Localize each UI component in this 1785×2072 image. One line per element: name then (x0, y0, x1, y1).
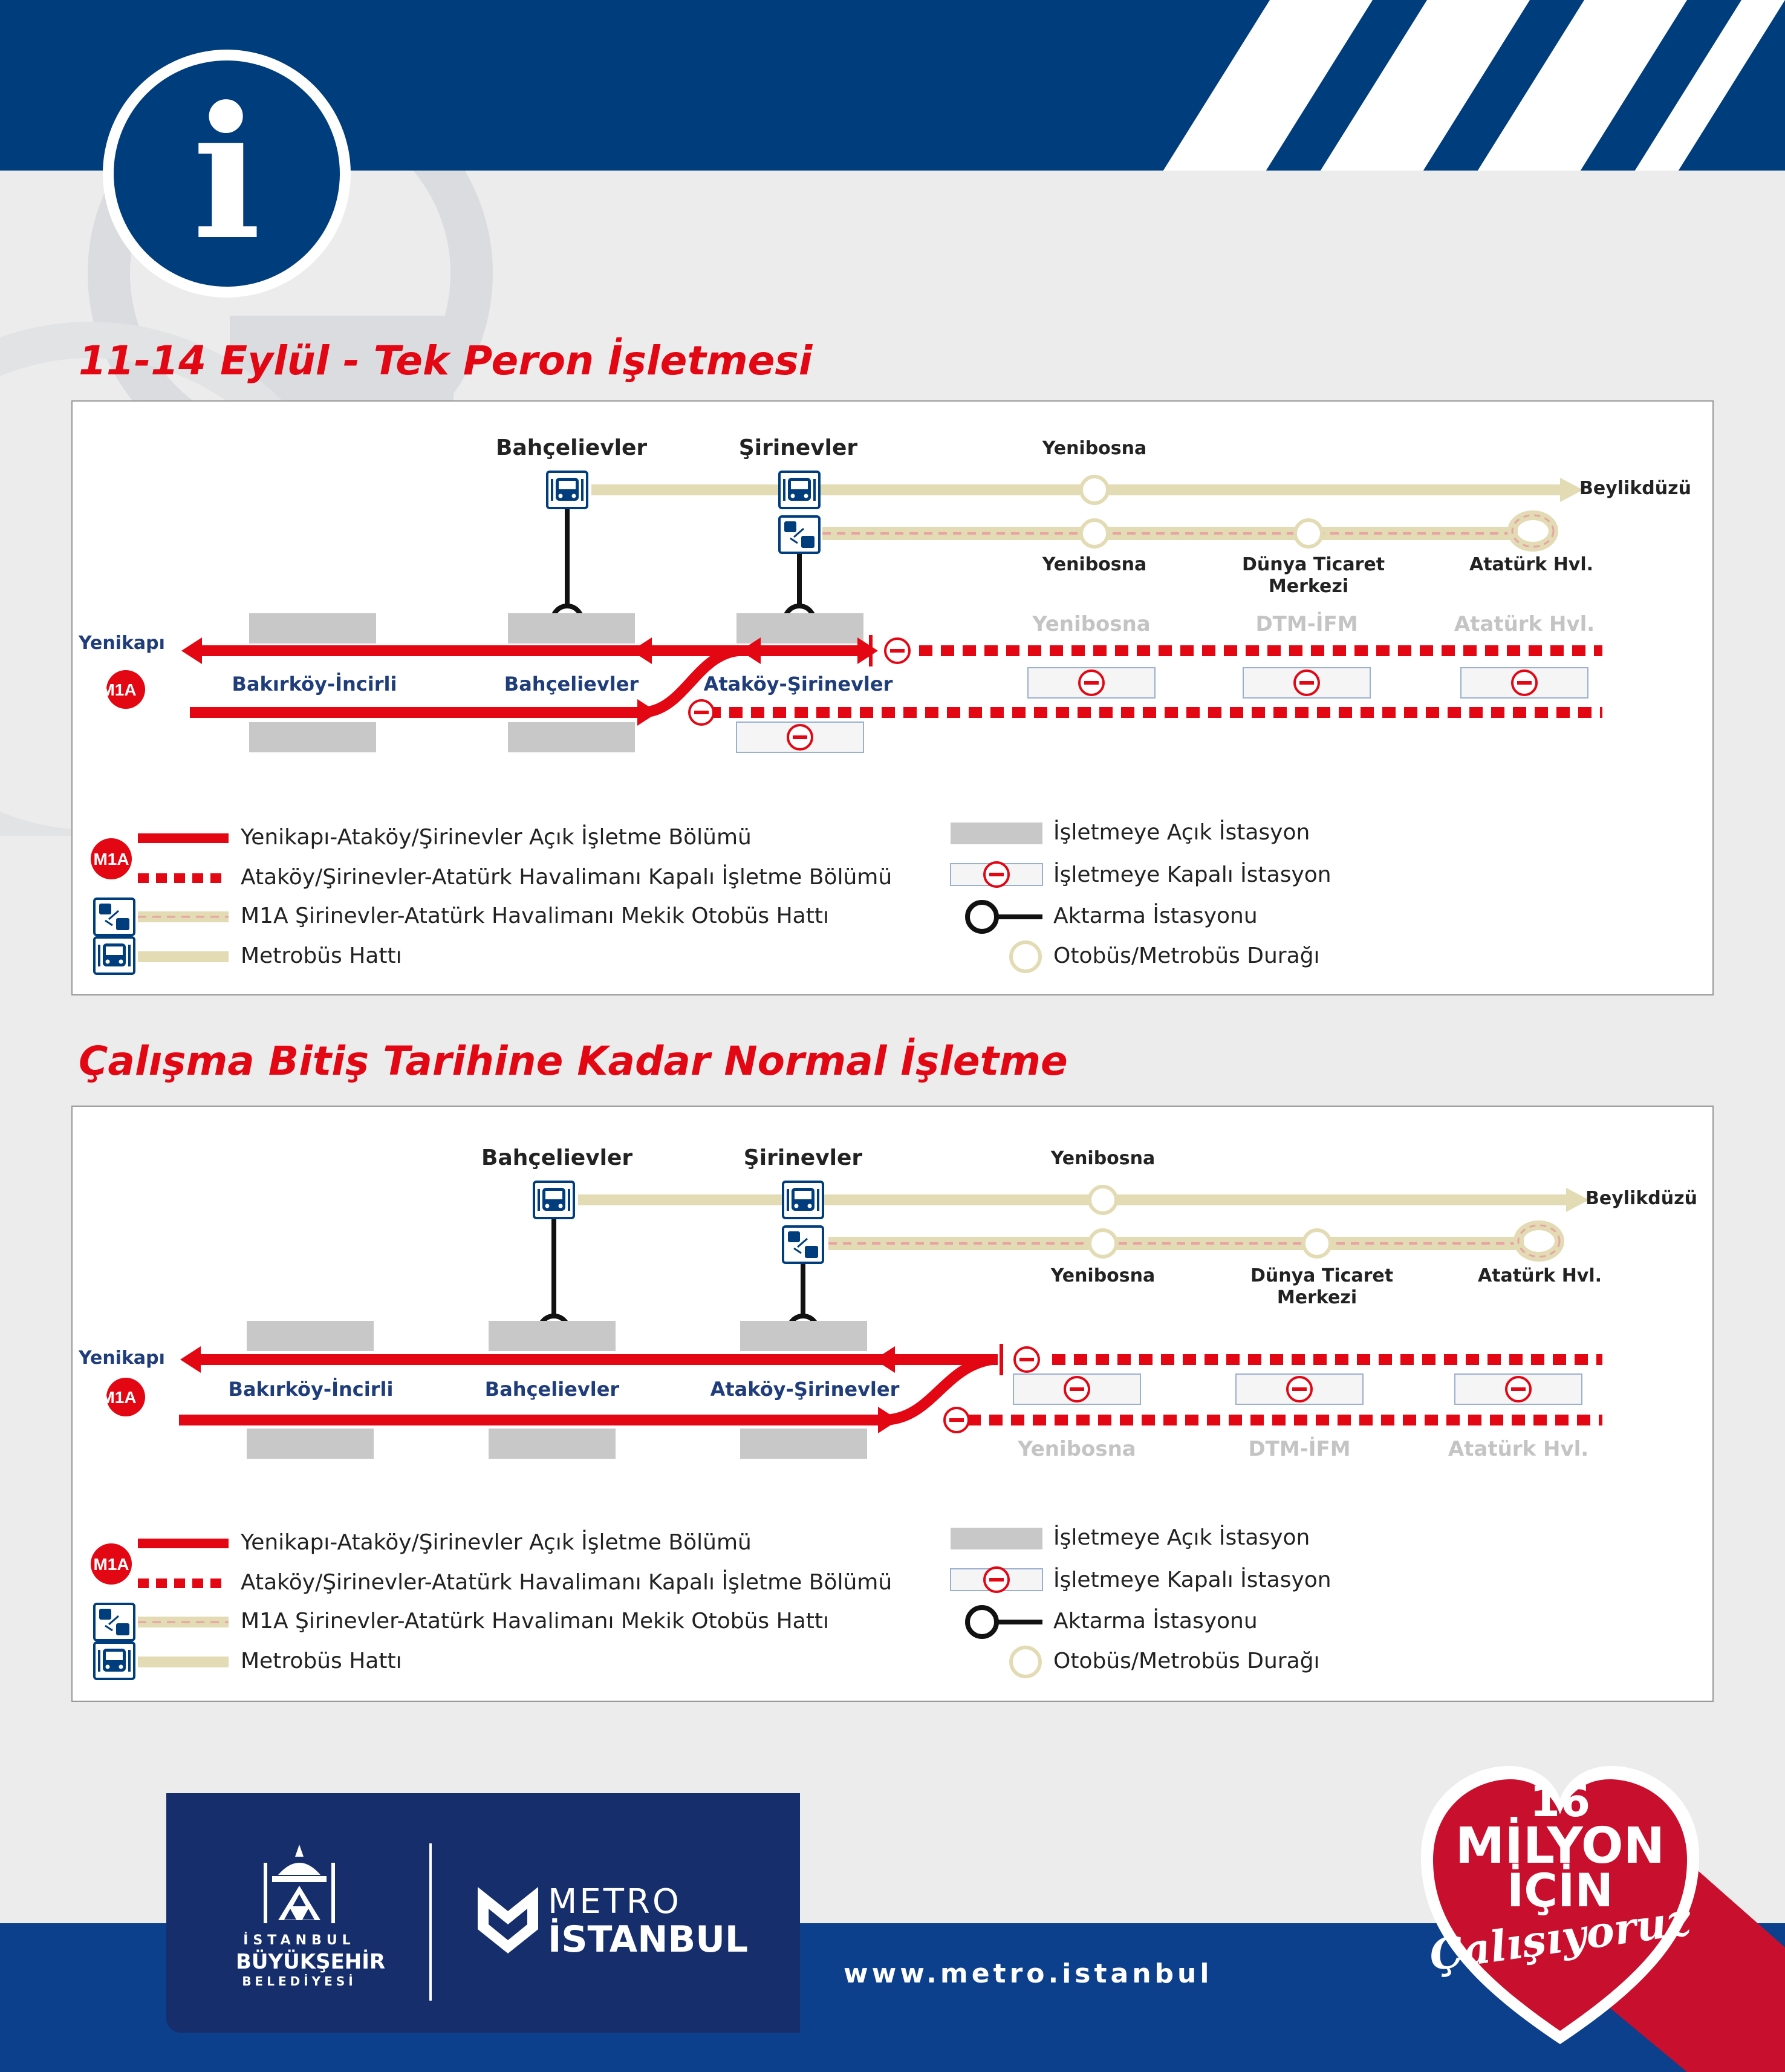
label-merkezi: Merkezi (1276, 1287, 1357, 1308)
footer-url-link[interactable]: www.metro.istanbul (844, 1958, 1213, 1989)
bus-icon (778, 471, 821, 509)
heart-text-milyon: MİLYON (1455, 1817, 1665, 1875)
m1a-line-badge (106, 1378, 145, 1416)
label-sirinevler: Şirinevler (743, 1145, 863, 1170)
shuttle-stop-dtm (1302, 1228, 1332, 1259)
shuttle-bus-icon (93, 898, 135, 936)
label-beylikduzu: Beylikdüzü (1585, 1188, 1697, 1209)
station-bahcelievler: Bahçelievler (504, 673, 639, 696)
bus-icon (782, 1181, 824, 1219)
station-dtm-closed: DTM-İFM (1255, 612, 1358, 636)
label-bahcelievler: Bahçelievler (496, 435, 648, 460)
legend-closed-section: Ataköy/Şirinevler-Atatürk Havalimanı Kap… (241, 865, 892, 890)
legend-closed-station: İşletmeye Kapalı İstasyon (1053, 1568, 1331, 1592)
label-yenibosna-metrobus: Yenibosna (1050, 1148, 1156, 1169)
label-ataturk-hvl: Atatürk Hvl. (1478, 1265, 1602, 1286)
m1a-legend-badge (91, 1543, 132, 1585)
bus-icon (533, 1181, 575, 1219)
station-yenibosna-closed: Yenibosna (1018, 1437, 1136, 1461)
station-bakirkoy: Bakırköy-İncirli (232, 673, 397, 696)
bus-icon (546, 471, 588, 509)
info-badge-inner (114, 60, 340, 287)
station-ataturk-closed: Atatürk Hvl. (1448, 1437, 1589, 1461)
m1a-legend-text: M1A (93, 850, 129, 868)
station-ataturk-closed: Atatürk Hvl. (1454, 612, 1595, 636)
route-diagram: M1A M1A (91, 1181, 1602, 1680)
legend-open-section: Yenikapı-Ataköy/Şirinevler Açık İşletme … (241, 1530, 752, 1555)
heart-text-16: 16 (1529, 1776, 1591, 1826)
diagram-panel: M1A M1A Bahçelievler Şirinevler Yenibosn… (71, 1106, 1714, 1702)
bus-icon (93, 1641, 135, 1680)
station-bahcelievler: Bahçelievler (484, 1378, 620, 1401)
diagram-panel: M1A M1A Bahçelievler Şirinevler Yenibosn… (71, 400, 1714, 995)
m1a-legend-badge (91, 838, 132, 879)
legend-shuttle: M1A Şirinevler-Atatürk Havalimanı Mekik … (241, 904, 829, 928)
ibb-name-line3: BELEDİYESİ (242, 1974, 357, 1989)
label-dunya-ticaret: Dünya Ticaret (1250, 1265, 1394, 1286)
legend-closed-station: İşletmeye Kapalı İstasyon (1053, 862, 1331, 887)
legend-transfer: Aktarma İstasyonu (1053, 904, 1258, 928)
legend-open-station: İşletmeye Açık İstasyon (1053, 820, 1310, 845)
ibb-logo-icon (264, 1845, 335, 1923)
legend-metrobus: Metrobüs Hattı (241, 943, 402, 968)
label-beylikduzu: Beylikdüzü (1579, 478, 1691, 499)
shuttle-bus-icon (93, 1603, 135, 1641)
metro-logo-line1: METRO (548, 1882, 681, 1921)
label-bahcelievler: Bahçelievler (481, 1145, 633, 1170)
bus-icon (93, 936, 135, 975)
info-icon: i (192, 67, 261, 280)
heart-badge-icon (1421, 1766, 1785, 2072)
label-sirinevler: Şirinevler (738, 435, 858, 460)
section-title: Çalışma Bitiş Tarihine Kadar Normal İşle… (79, 1038, 1068, 1084)
label-yenibosna-shuttle: Yenibosna (1050, 1265, 1156, 1286)
label-yenikapi: Yenikapı (79, 633, 165, 654)
heart-text-icin: İÇİN (1507, 1863, 1613, 1917)
bus-stop-yenibosna (1079, 475, 1110, 505)
shuttle-stop-dtm (1293, 518, 1324, 549)
legend-metrobus: Metrobüs Hattı (241, 1649, 402, 1673)
m1a-line-badge (106, 670, 145, 709)
metro-logo-line2: İSTANBUL (548, 1918, 749, 1961)
metro-istanbul-logo-icon (478, 1887, 538, 1953)
ibb-name-line1: İSTANBUL (243, 1933, 356, 1948)
ibb-name-line2: BÜYÜKŞEHİR (236, 1950, 386, 1974)
loop-icon (1507, 510, 1558, 552)
label-yenikapi: Yenikapı (79, 1347, 165, 1369)
m1a-badge-text: M1A (100, 680, 136, 699)
label-yenibosna-metrobus: Yenibosna (1042, 438, 1147, 459)
section-title: 11-14 Eylül - Tek Peron İşletmesi (79, 337, 813, 384)
legend-bus-stop: Otobüs/Metrobüs Durağı (1053, 943, 1320, 968)
shuttle-bus-icon (778, 515, 821, 554)
label-dunya-ticaret: Dünya Ticaret (1242, 554, 1385, 575)
station-atakoy-sirinevler: Ataköy-Şirinevler (710, 1378, 900, 1401)
route-diagram: M1A M1A (91, 471, 1602, 975)
label-yenibosna-shuttle: Yenibosna (1042, 554, 1147, 575)
station-dtm-closed: DTM-İFM (1248, 1437, 1351, 1461)
m1a-badge-text: M1A (100, 1388, 136, 1407)
legend-open-section: Yenikapı-Ataköy/Şirinevler Açık İşletme … (241, 825, 752, 850)
loop-icon (1514, 1220, 1564, 1262)
legend-closed-section: Ataköy/Şirinevler-Atatürk Havalimanı Kap… (241, 1570, 892, 1595)
label-merkezi: Merkezi (1268, 576, 1349, 597)
legend-shuttle: M1A Şirinevler-Atatürk Havalimanı Mekik … (241, 1609, 829, 1634)
shuttle-stop-yenibosna (1079, 518, 1110, 549)
station-atakoy-sirinevler: Ataköy-Şirinevler (703, 673, 893, 696)
label-ataturk-hvl: Atatürk Hvl. (1469, 554, 1594, 575)
bus-stop-yenibosna (1088, 1185, 1118, 1215)
station-yenibosna-closed: Yenibosna (1032, 612, 1151, 636)
shuttle-bus-icon (782, 1225, 824, 1264)
station-bakirkoy: Bakırköy-İncirli (228, 1378, 394, 1401)
m1a-legend-text: M1A (93, 1555, 129, 1574)
footer-divider (429, 1843, 432, 2001)
legend-transfer: Aktarma İstasyonu (1053, 1609, 1258, 1634)
legend-bus-stop: Otobüs/Metrobüs Durağı (1053, 1649, 1320, 1673)
legend-open-station: İşletmeye Açık İstasyon (1053, 1525, 1310, 1550)
shuttle-stop-yenibosna (1088, 1228, 1118, 1259)
